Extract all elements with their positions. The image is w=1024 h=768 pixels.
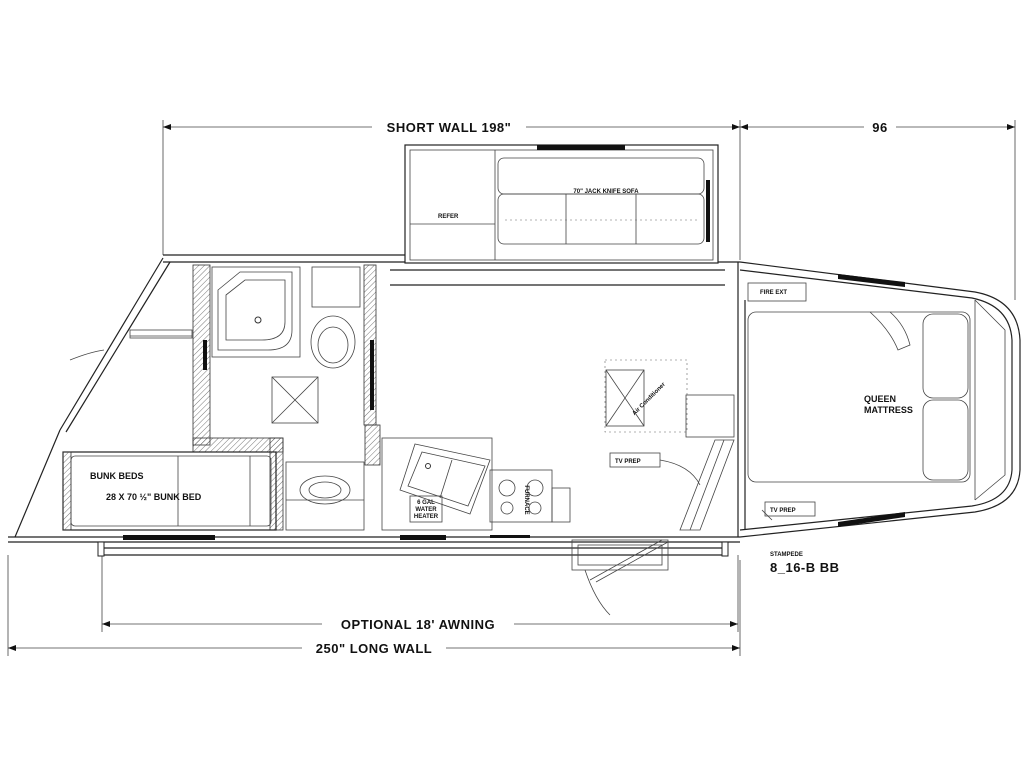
dimension-short-wall: SHORT WALL 198" — [162, 118, 741, 260]
furnace-label: FURNACE — [523, 485, 529, 514]
kitchen: 6 GAL WATER HEATER FURNACE — [381, 437, 571, 531]
tv-prep-2-label: TV PREP — [770, 508, 796, 514]
bathroom — [192, 264, 381, 531]
width-label: 96 — [872, 120, 887, 135]
bunk-area: BUNK BEDS 28 X 70 ½" BUNK BED — [62, 329, 277, 531]
awning-label: OPTIONAL 18' AWNING — [341, 617, 495, 632]
model-number-label: 8_16-B BB — [770, 560, 840, 575]
tv-prep-1-label: TV PREP — [615, 459, 641, 465]
jack-knife-sofa: 70" JACK KNIFE SOFA — [497, 157, 705, 245]
entry-door — [490, 535, 669, 616]
water-heater-line1: 6 GAL — [417, 500, 435, 506]
long-wall-label: 250" LONG WALL — [316, 641, 432, 656]
bedroom: QUEEN MATTRESS FIRE EXT TV PREP — [747, 282, 971, 521]
dimension-long-wall: 250" LONG WALL — [7, 555, 741, 657]
model-brand-label: STAMPEDE — [770, 552, 803, 558]
dimension-width: 96 — [740, 118, 1016, 300]
gooseneck-nose — [737, 261, 1021, 538]
queen-line2: MATTRESS — [864, 405, 913, 415]
water-heater-line3: HEATER — [414, 514, 439, 520]
sofa-label: 70" JACK KNIFE SOFA — [573, 189, 639, 195]
fire-ext-label: FIRE EXT — [760, 290, 787, 296]
queen-line1: QUEEN — [864, 394, 896, 404]
bunk-beds-label: BUNK BEDS — [90, 471, 144, 481]
bunk-size-label: 28 X 70 ½" BUNK BED — [106, 492, 202, 502]
water-heater-line2: WATER — [415, 507, 437, 513]
dimension-awning: OPTIONAL 18' AWNING — [101, 555, 739, 633]
air-conditioner-label: Air Conditioner — [632, 381, 668, 417]
refer-label: REFER — [438, 214, 459, 220]
short-wall-label: SHORT WALL 198" — [387, 120, 512, 135]
outer-walls — [8, 254, 740, 557]
living-area: Air Conditioner TV PREP — [604, 359, 735, 531]
slide-out — [404, 144, 719, 264]
